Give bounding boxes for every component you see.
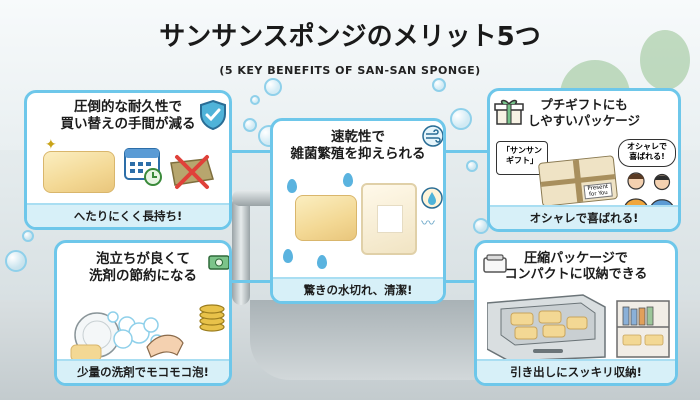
benefit-card-durability: 圧倒的な耐久性で 買い替えの手間が減る ✦ へたりにくく長持ち! bbox=[24, 90, 232, 230]
card-heading: 泡立ちが良くて 洗剤の節約になる bbox=[89, 251, 197, 284]
sponge-icon bbox=[43, 151, 115, 193]
drop-badge-icon bbox=[421, 187, 443, 209]
bubble-icon bbox=[264, 78, 282, 96]
compressed-package-icon bbox=[483, 254, 507, 273]
drawer-icon bbox=[487, 294, 606, 361]
card-heading: 圧倒的な耐久性で 買い替えの手間が減る bbox=[60, 99, 196, 132]
bubble-icon bbox=[250, 95, 260, 105]
benefit-card-storage: 圧縮パッケージで コンパクトに収納できる 引き出しにスッキリ収納! bbox=[474, 240, 678, 386]
card-footer: 引き出しにスッキリ収納! bbox=[477, 359, 675, 383]
sparkle-icon: ✦ bbox=[45, 137, 57, 153]
connector-line bbox=[230, 280, 270, 283]
shield-icon bbox=[200, 99, 226, 131]
benefit-card-gift: プチギフトにも しやすいパッケージ 「サンサン ギフト」 Present for… bbox=[487, 88, 681, 232]
card-footer: オシャレで喜ばれる! bbox=[490, 205, 678, 229]
shelf-icon bbox=[616, 300, 670, 358]
bubble-icon bbox=[243, 118, 257, 132]
speech-bubble: オシャレで 喜ばれる! bbox=[618, 139, 676, 167]
card-heading: 圧縮パッケージで コンパクトに収納できる bbox=[504, 251, 648, 283]
connector-line bbox=[445, 280, 490, 283]
card-footer: へたりにくく長持ち! bbox=[27, 203, 229, 227]
gift-tag: 「サンサン ギフト」 bbox=[496, 141, 548, 175]
benefit-card-lather: 泡立ちが良くて 洗剤の節約になる 少量の洗剤でモコモコ泡! bbox=[54, 240, 232, 386]
water-drop-icon bbox=[287, 179, 297, 193]
card-footer: 少量の洗剤でモコモコ泡! bbox=[57, 359, 229, 383]
dish-washing-icon bbox=[70, 311, 184, 361]
present-card: Present for You bbox=[583, 182, 613, 200]
water-drop-icon bbox=[317, 255, 327, 269]
package-icon bbox=[361, 183, 417, 255]
sponge-icon bbox=[295, 195, 357, 241]
calendar-icon bbox=[124, 148, 162, 186]
wind-icon bbox=[422, 125, 443, 147]
bubble-icon bbox=[22, 230, 34, 242]
faucet-icon bbox=[232, 195, 250, 305]
gift-box-icon bbox=[494, 99, 524, 125]
bubble-icon bbox=[450, 108, 472, 130]
water-drop-icon bbox=[283, 249, 293, 263]
airflow-icon: 〰 bbox=[421, 216, 435, 232]
water-drop-icon bbox=[343, 173, 353, 187]
plant-decoration bbox=[640, 30, 690, 90]
card-heading: プチギフトにも しやすいパッケージ bbox=[527, 97, 641, 128]
bubble-icon bbox=[466, 160, 478, 172]
bubble-icon bbox=[5, 250, 27, 272]
bubble-icon bbox=[432, 78, 446, 92]
connector-line bbox=[445, 150, 490, 153]
benefit-card-quick-dry: 速乾性で 雑菌繁殖を抑えられる 〰 驚きの水切れ、清潔! bbox=[270, 118, 446, 304]
card-heading: 速乾性で 雑菌繁殖を抑えられる bbox=[290, 129, 426, 162]
page-title: サンサンスポンジのメリット5つ bbox=[159, 22, 541, 52]
card-footer: 驚きの水切れ、清潔! bbox=[273, 277, 443, 301]
gift-package-icon: Present for You bbox=[537, 155, 619, 207]
sink bbox=[250, 300, 510, 380]
coins-icon bbox=[199, 304, 225, 332]
connector-line bbox=[230, 150, 270, 153]
page-subtitle: (5 KEY BENEFITS OF SAN-SAN SPONGE) bbox=[219, 64, 481, 77]
money-icon bbox=[208, 255, 229, 270]
worn-sponge-icon bbox=[170, 155, 214, 189]
